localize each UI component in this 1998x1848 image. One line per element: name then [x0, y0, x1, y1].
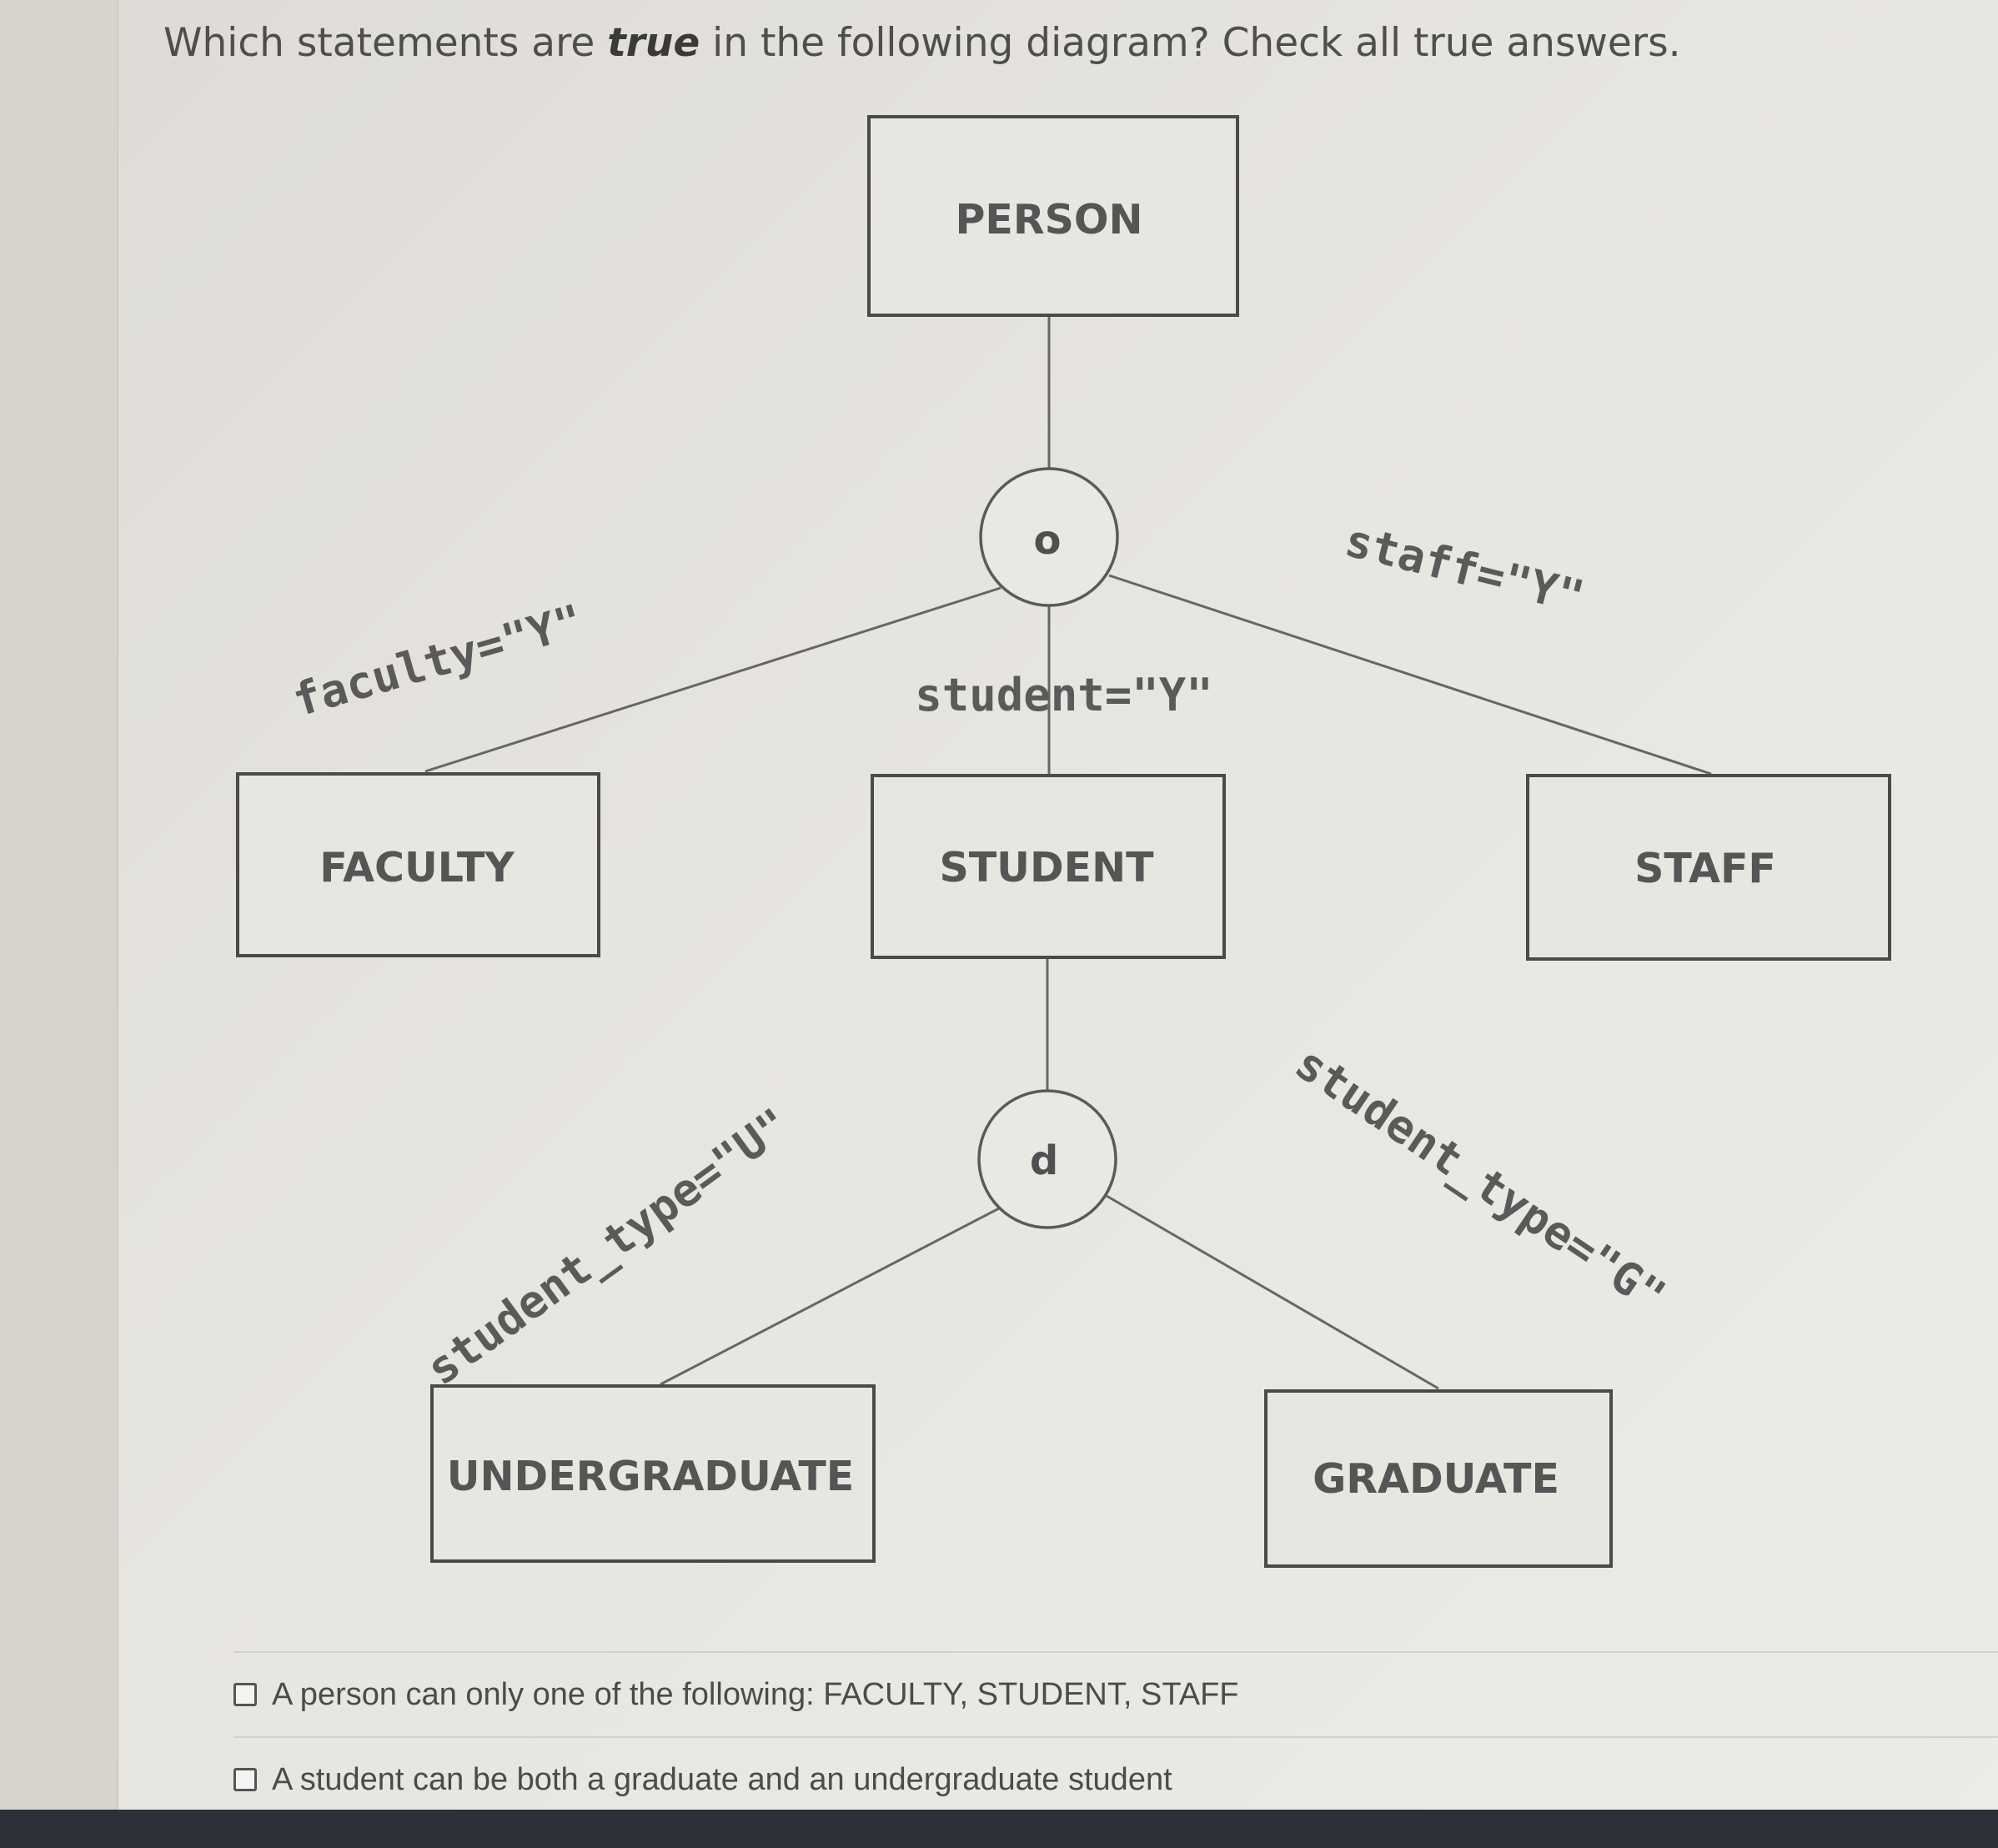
- graduate-condition-label: student_type="G": [1286, 1037, 1674, 1323]
- answer-option-2[interactable]: A student can be both a graduate and an …: [233, 1736, 1998, 1821]
- staff-condition-label: staff="Y": [1340, 514, 1589, 624]
- student-condition-label: student="Y": [915, 669, 1213, 721]
- answer-checkbox-1[interactable]: [233, 1683, 257, 1706]
- staff-entity-box: [1526, 774, 1891, 961]
- person-label: PERSON: [955, 196, 1142, 244]
- student-label: STUDENT: [939, 844, 1154, 891]
- staff-label: STAFF: [1634, 845, 1776, 892]
- eer-diagram: PERSON FACULTY STUDENT STAFF UNDERGRADUA…: [236, 115, 1891, 1568]
- graduate-label: GRADUATE: [1313, 1455, 1559, 1503]
- overlap-circle: [979, 467, 1119, 607]
- undergraduate-condition-label: student_type="U": [417, 1098, 799, 1396]
- bottom-bar: [0, 1810, 1998, 1848]
- answer-option-1[interactable]: A person can only one of the following: …: [233, 1651, 1998, 1736]
- faculty-label: FACULTY: [319, 844, 515, 891]
- question-emphasis: true: [607, 20, 700, 66]
- undergraduate-entity-box: [430, 1384, 876, 1563]
- disjoint-symbol: d: [1030, 1137, 1058, 1184]
- side-panel: [0, 0, 118, 1810]
- question-suffix: in the following diagram? Check all true…: [700, 20, 1681, 66]
- overlap-to-staff-line: [1108, 574, 1712, 776]
- answer-label-1: A person can only one of the following: …: [272, 1676, 1239, 1712]
- disjoint-circle: [977, 1089, 1117, 1229]
- overlap-to-faculty-line: [424, 586, 1002, 773]
- graduate-entity-box: [1264, 1389, 1613, 1568]
- person-entity-box: [867, 115, 1239, 317]
- overlap-symbol: o: [1034, 517, 1062, 564]
- disjoint-to-undergraduate-line: [660, 1206, 1002, 1386]
- question-text: Which statements are true in the followi…: [163, 20, 1681, 66]
- disjoint-to-graduate-line: [1100, 1191, 1439, 1390]
- faculty-entity-box: [236, 772, 600, 957]
- faculty-condition-label: faculty="Y": [287, 595, 588, 727]
- answer-checkbox-2[interactable]: [233, 1768, 257, 1791]
- answer-label-2: A student can be both a graduate and an …: [272, 1761, 1172, 1797]
- undergraduate-label: UNDERGRADUATE: [447, 1453, 855, 1500]
- question-prefix: Which statements are: [163, 20, 608, 66]
- student-entity-box: [871, 774, 1226, 959]
- answer-options: A person can only one of the following: …: [233, 1651, 1998, 1821]
